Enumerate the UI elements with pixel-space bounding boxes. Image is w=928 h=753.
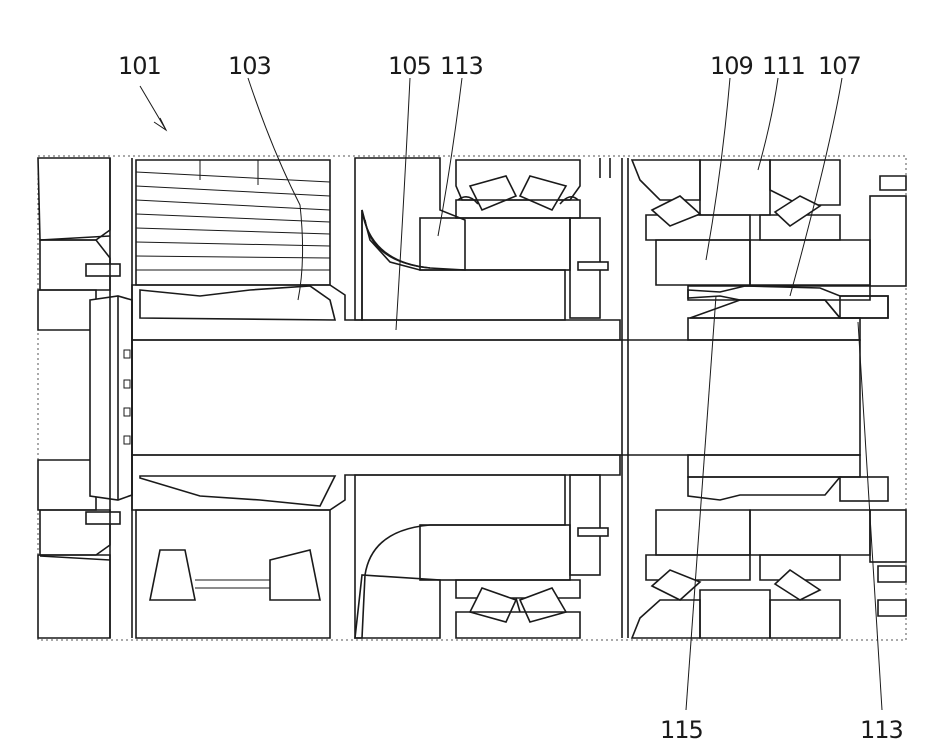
bolt-plate (90, 158, 132, 638)
right-housing-lower (632, 455, 906, 638)
rotor-core-lower (136, 510, 330, 638)
label-113-top: 113 (440, 52, 483, 80)
mid-plate-lower (570, 475, 608, 575)
label-105: 105 (388, 52, 431, 80)
bearing-lower (456, 580, 580, 638)
label-101: 101 (118, 52, 161, 80)
reference-labels: 101 103 105 113 109 111 107 115 113 (118, 52, 903, 744)
shaft-bore (132, 340, 860, 455)
label-115: 115 (660, 716, 703, 744)
bearing-upper (456, 160, 580, 218)
label-107: 107 (818, 52, 861, 80)
label-113-bottom: 113 (860, 716, 903, 744)
right-housing-upper (622, 158, 906, 638)
shaft-lower (132, 455, 620, 510)
spline-coupling-upper (688, 286, 888, 340)
label-103: 103 (228, 52, 271, 80)
mid-plate-upper (570, 158, 610, 318)
rotor-core-upper (136, 160, 330, 285)
label-109: 109 (710, 52, 753, 80)
label-111: 111 (762, 52, 805, 80)
shaft-upper (132, 285, 620, 340)
